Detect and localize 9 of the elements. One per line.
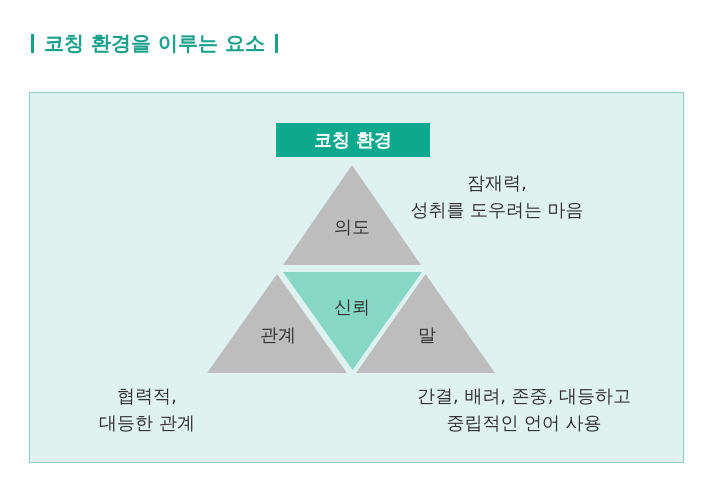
triangle-label: 의도 xyxy=(334,217,370,239)
heading-banner: 코칭 환경 xyxy=(276,123,430,157)
triangle-label: 관계 xyxy=(260,325,296,347)
description-text: 간결, 배려, 존중, 대등하고 중립적인 언어 사용 xyxy=(416,385,632,436)
triangle-label: 신뢰 xyxy=(334,297,370,319)
description-text: 잠재력, 성취를 도우려는 마음 xyxy=(410,172,584,223)
description-text: 협력적, 대등한 관계 xyxy=(99,385,195,436)
triangle-label: 말 xyxy=(418,325,436,347)
title: 코칭 환경을 이루는 요소 xyxy=(44,30,265,57)
